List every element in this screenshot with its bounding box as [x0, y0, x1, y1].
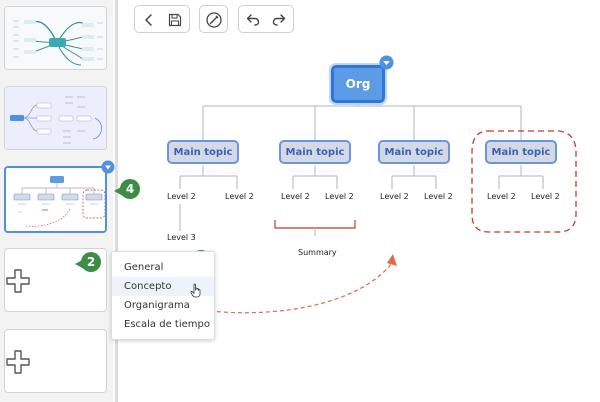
logic-chart-preview	[5, 87, 106, 149]
level2-topic[interactable]: Level 2	[487, 192, 516, 201]
relationship-line	[209, 262, 393, 314]
mind-map-template-thumb[interactable]	[4, 6, 107, 70]
level2-topic[interactable]: Level 2	[167, 192, 196, 201]
menu-item-general[interactable]: General	[124, 262, 164, 273]
chevron-down-icon[interactable]	[101, 160, 115, 174]
add-template-slot[interactable]	[4, 329, 107, 393]
template-type-menu: General Concepto Organigrama Escala de t…	[111, 251, 215, 340]
mind-map-preview	[5, 7, 106, 69]
plus-icon	[6, 269, 30, 293]
summary-topic[interactable]: Summary	[298, 248, 337, 257]
main-topic-3[interactable]: Main topic	[378, 140, 450, 164]
main-topic-4[interactable]: Main topic	[485, 140, 557, 164]
step-badge-2: 2	[75, 252, 101, 272]
level2-topic[interactable]: Level 2	[380, 192, 409, 201]
level2-topic[interactable]: Level 2	[531, 192, 560, 201]
toolbar-style-group	[199, 5, 228, 33]
level2-topic[interactable]: Level 2	[225, 192, 254, 201]
redo-icon	[272, 14, 286, 26]
toolbar-file-group	[134, 5, 190, 33]
sidebar-splitter[interactable]	[115, 0, 118, 402]
menu-item-concepto[interactable]: Concepto	[112, 277, 214, 296]
level3-topic[interactable]: Level 3	[167, 233, 196, 242]
org-chart-preview	[6, 168, 105, 231]
hand-cursor-icon	[190, 283, 201, 298]
style-icon	[206, 12, 222, 28]
menu-item-escala-de-tiempo[interactable]: Escala de tiempo	[124, 319, 210, 330]
level2-topic[interactable]: Level 2	[281, 192, 310, 201]
main-topic-1[interactable]: Main topic	[167, 140, 239, 164]
summary-bracket	[274, 220, 356, 229]
boundary-shape	[471, 130, 577, 233]
main-topic-2[interactable]: Main topic	[279, 140, 351, 164]
redo-button[interactable]	[268, 9, 290, 31]
org-chart-template-thumb[interactable]	[4, 166, 107, 233]
undo-icon	[246, 14, 260, 26]
undo-button[interactable]	[242, 9, 264, 31]
back-icon	[145, 14, 152, 26]
save-icon	[168, 13, 182, 27]
collapse-chevron-icon[interactable]	[379, 55, 394, 70]
save-button[interactable]	[164, 9, 186, 31]
root-topic[interactable]: Org	[329, 63, 387, 105]
level2-topic[interactable]: Level 2	[325, 192, 354, 201]
step-badge-4: 4	[114, 179, 140, 199]
menu-item-organigrama[interactable]: Organigrama	[124, 300, 190, 311]
back-button[interactable]	[138, 9, 160, 31]
toolbar-history-group	[238, 5, 294, 33]
style-button[interactable]	[203, 9, 225, 31]
plus-icon	[6, 350, 30, 374]
level2-topic[interactable]: Level 2	[424, 192, 453, 201]
logic-chart-template-thumb[interactable]	[4, 86, 107, 150]
relationship-arrowhead	[387, 254, 397, 266]
